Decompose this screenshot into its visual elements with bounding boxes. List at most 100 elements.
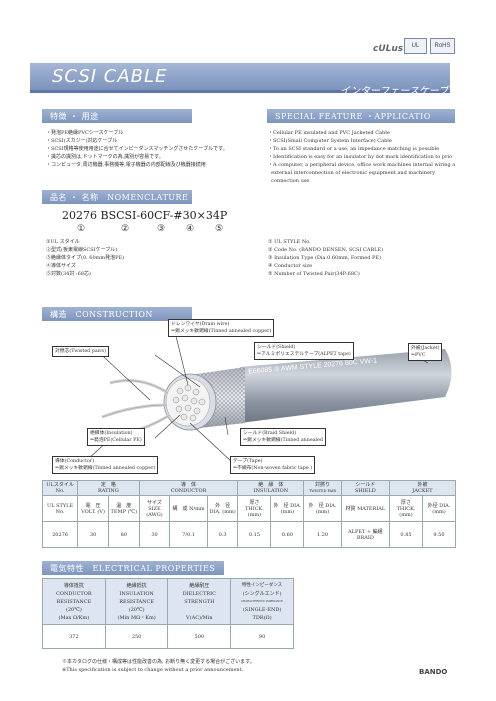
table-cell: 0.15	[237, 521, 272, 548]
code-marker: ④	[186, 224, 195, 234]
list-item: ・SCSI(スカジー)対応ケーブル	[46, 138, 118, 144]
callout-shield: シールド(Shield) ⇒アルミポリエステルテープ(ALPET tape)	[254, 342, 354, 360]
cable-cross-section-illustration	[86, 319, 452, 463]
table-cell: 20276	[41, 521, 79, 548]
table-cell: 250	[104, 624, 169, 649]
table-cell: 372	[42, 624, 106, 649]
features-heading-jp: 特徴 ・ 用途	[42, 109, 192, 123]
page-subtitle: インターフェースケーブル	[340, 86, 459, 97]
callout-label: シールド(Braid Shield)	[243, 431, 297, 436]
table-cell: 90	[230, 624, 294, 649]
table-header-cell: サイズ SIZE (AWG)	[138, 495, 171, 522]
jacket-shape	[240, 349, 452, 423]
title-banner	[30, 63, 450, 93]
callout-twisted-pairs: 対撚芯(Twisted pairs)	[52, 346, 109, 357]
table-header-cell: 電 圧 VOLT. (V)	[77, 495, 109, 522]
code-marker: ①	[77, 224, 86, 234]
callout-label: 外被(Jacket)	[411, 346, 440, 351]
table-header-cell: 温 度 TEMP (℃)	[107, 495, 140, 522]
footnote-jp: ※本カタログの仕様・構成等は性能改善の為, お断り無く変更する場合がございます。	[62, 659, 255, 665]
table-cell: 0.85	[389, 521, 423, 548]
ul-recognized-logo: cULus	[373, 44, 404, 54]
list-item: ②型式(板東電線SCSIケーブル)	[46, 247, 118, 253]
table-row: UL STYLE No. 電 圧 VOLT. (V) 温 度 TEMP (℃) …	[41, 495, 457, 522]
list-item: ・A computer, a peripheral device, office…	[268, 162, 456, 168]
table-header-cell: 外 径 DIA. (mm)	[270, 495, 305, 522]
list-item: ・コンピュータ,周辺機器,事務機等,電子機器の内部配線及び機器接続用	[46, 162, 206, 168]
list-item: ④導体サイズ	[46, 263, 76, 269]
table-cell: 500	[167, 624, 232, 649]
list-item: ③ Insulation Type (Dia.0.60mm, Formed PE…	[268, 255, 381, 261]
rohs-badge: RoHS	[430, 38, 455, 54]
table-cell: 30	[138, 521, 171, 548]
list-item: ・識芯の識別は,ドットマークの為,識別が容易です。	[46, 154, 164, 160]
table-row: 372 250 500 90	[42, 624, 294, 649]
table-cell: 30	[77, 521, 109, 548]
table-row: 20276 30 80 30 7/0.1 0.3 0.15 0.60 1.20 …	[41, 521, 457, 548]
product-code: 20276 BSCSI-60CF-#30×34P	[62, 209, 228, 222]
list-item: ① UL STYLE No.	[268, 239, 311, 245]
construction-heading: 構造 CONSTRUCTION	[42, 307, 192, 321]
ul-badge: UL	[404, 38, 427, 54]
list-item: ・Cellular PE insulated and PVC Jacketed …	[268, 130, 390, 136]
list-item: ・発泡PE絶縁PVCシースケーブル	[46, 130, 124, 136]
twisted-pairs-shape	[172, 384, 206, 422]
callout-label: ⇒錫メッキ軟銅線(Tinned annealed copper)	[171, 329, 272, 334]
code-marker: ②	[121, 224, 130, 234]
electrical-heading: 電気特性 ELECTRICAL PROPERTIES	[42, 561, 224, 575]
brand-logo: BANDO	[419, 668, 448, 676]
list-item: ・SCSI規格等使用用途に合せてインピーダンスマッチングさせたケーブルです。	[46, 146, 228, 152]
table-header-cell: 材質 MATERIAL	[340, 495, 391, 522]
page-title: SCSI CABLE	[52, 66, 168, 87]
features-en-list: ・Cellular PE insulated and PVC Jacketed …	[268, 129, 456, 185]
table-cell: 0.3	[206, 521, 239, 548]
list-item: ①UL スタイル	[46, 239, 80, 245]
callout-braid-shield: シールド(Braid Shield) ⇒錫メッキ軟銅線(Tinned annea…	[240, 428, 326, 446]
list-item: ・Identification is easy for an insulator…	[268, 154, 453, 160]
nomenclature-jp-list: ①UL スタイル ②型式(板東電線SCSIケーブル) ③絶縁体タイプ(0. 60…	[46, 238, 124, 278]
footnote-en: ※This specification is subject to change…	[62, 667, 244, 673]
callout-label: 絶縁体(Insulation)	[90, 431, 133, 436]
callout-conductor: 導体(Conductor) ⇒錫メッキ軟銅線(Tinned annealed c…	[52, 456, 159, 474]
list-item: ② Code No. (BANDO DENSEN, SCSI CABLE)	[268, 247, 384, 253]
callout-insulation: 絶縁体(Insulation) ⇒発泡PE(Cellular PE)	[87, 428, 145, 446]
table-header-cell: 外径 DIA. (mm)	[421, 495, 457, 522]
callout-label: 対撚芯(Twisted pairs)	[55, 349, 106, 354]
callout-label: 導体(Conductor)	[55, 459, 94, 464]
callout-drain-wire: ドレンワイヤ(Drain wire) ⇒錫メッキ軟銅線(Tinned annea…	[168, 319, 275, 337]
table-cell: 9.50	[421, 521, 457, 548]
callout-label: シールド(Shield)	[257, 345, 296, 350]
table-cell: 7/0.1	[169, 521, 208, 548]
table-header-cell: 厚さ THICK. (mm)	[389, 495, 423, 522]
nomenclature-en-list: ① UL STYLE No. ② Code No. (BANDO DENSEN,…	[268, 238, 383, 278]
list-item: ③絶縁体タイプ(0. 60mm発泡PE)	[46, 255, 125, 261]
nomenclature-heading: 品名 ・ 名称 NOMENCLATURE	[42, 190, 192, 204]
table-header-cell: UL STYLE No.	[41, 495, 79, 522]
table-cell: 80	[107, 521, 140, 548]
features-jp-list: ・発泡PE絶縁PVCシースケーブル ・SCSI(スカジー)対応ケーブル ・SCS…	[46, 129, 228, 169]
table-cell: 0.60	[270, 521, 305, 548]
table-header-cell: 外 径 DIA. (mm)	[303, 495, 342, 522]
list-item: connection use	[268, 178, 310, 184]
table-header-cell: 厚さ THICK. (mm)	[237, 495, 272, 522]
table-cell: ALPET + 編組BRAID	[340, 521, 391, 548]
callout-label: テープ(Tape)	[233, 459, 263, 464]
callout-label: ⇒PVC	[411, 353, 426, 358]
callout-label: ⇒錫メッキ軟銅線(Tinned annealed	[243, 438, 323, 443]
callout-jacket: 外被(Jacket) ⇒PVC	[408, 343, 443, 361]
callout-label: ⇒アルミポリエステルテープ(ALPET tape)	[257, 352, 351, 357]
callout-label: ⇒不織布(Non-woven fabric tape )	[233, 466, 313, 471]
code-marker: ③	[157, 224, 166, 234]
